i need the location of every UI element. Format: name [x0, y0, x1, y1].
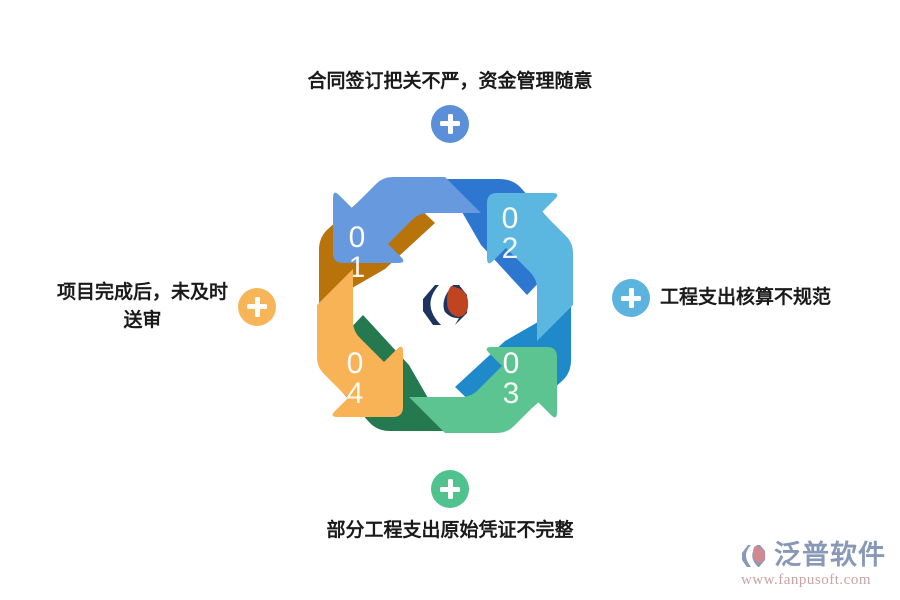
arrow-head-step-01: 0 1: [333, 177, 481, 284]
step-number-03-top: 0: [503, 347, 520, 380]
callout-top: 合同签订把关不严，资金管理随意: [0, 68, 900, 143]
plus-circle-icon-bottom[interactable]: [431, 470, 469, 508]
arrow-head-step-04: 0 4: [317, 269, 403, 417]
step-number-04-top: 0: [347, 347, 364, 380]
arrow-head-step-02: 0 2: [487, 193, 573, 341]
step-number-02-bottom: 2: [502, 232, 519, 265]
watermark-brand-text: 泛普软件: [774, 539, 886, 570]
plus-circle-icon-right[interactable]: [612, 279, 650, 317]
callout-right-label: 工程支出核算不规范: [660, 287, 832, 309]
watermark-top-row: 泛普软件: [739, 540, 886, 570]
callout-left-label: 项目完成后，未及时 送审: [56, 282, 228, 331]
fanpu-logo-center: [423, 285, 469, 325]
callout-right: 工程支出核算不规范: [612, 279, 892, 317]
callout-bottom-label: 部分工程支出原始凭证不完整: [326, 520, 574, 541]
cycle-diagram: 0 1 0 2 0 3 0 4: [295, 155, 595, 455]
watermark: 泛普软件 www.fanpusoft.com: [739, 540, 886, 588]
arrow-head-step-03: 0 3: [409, 347, 557, 433]
step-number-03-bottom: 3: [503, 377, 520, 410]
step-number-04-bottom: 4: [347, 377, 364, 410]
watermark-url-text: www.fanpusoft.com: [741, 572, 872, 588]
callout-left: 项目完成后，未及时 送审: [18, 279, 276, 334]
step-number-02-top: 0: [502, 202, 519, 235]
plus-circle-icon-left[interactable]: [238, 287, 276, 326]
fanpu-watermark-logo-icon: [742, 545, 766, 567]
step-number-01-top: 0: [349, 221, 366, 254]
callout-bottom: 部分工程支出原始凭证不完整: [0, 470, 900, 545]
plus-circle-icon-top[interactable]: [431, 104, 469, 143]
callout-top-label: 合同签订把关不严，资金管理随意: [307, 71, 593, 92]
